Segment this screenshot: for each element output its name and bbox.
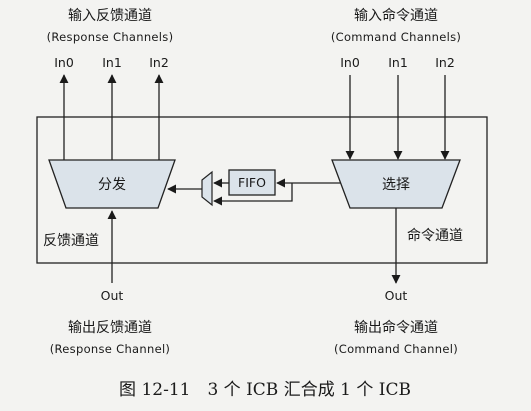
output-response-subtitle: (Response Channel) bbox=[50, 342, 170, 356]
command-port-in2: In2 bbox=[435, 55, 455, 70]
output-response-title: 输出反馈通道 bbox=[68, 320, 152, 336]
input-command-title: 输入命令通道 bbox=[354, 7, 438, 24]
response-channel-inner-label: 反馈通道 bbox=[43, 233, 99, 249]
response-port-in2: In2 bbox=[149, 55, 169, 70]
response-out-port-label: Out bbox=[101, 288, 124, 303]
input-command-subtitle: (Command Channels) bbox=[331, 30, 461, 44]
fifo-label: FIFO bbox=[238, 175, 266, 190]
response-port-in1: In1 bbox=[102, 55, 122, 70]
response-port-in0: In0 bbox=[54, 55, 74, 70]
mux-label: 选择 bbox=[382, 177, 410, 193]
demux-block bbox=[48, 159, 176, 209]
input-response-title: 输入反馈通道 bbox=[68, 8, 152, 24]
command-port-in0: In0 bbox=[340, 55, 360, 70]
command-out-port-label: Out bbox=[385, 288, 408, 303]
fifo-select-mux bbox=[201, 170, 213, 207]
command-channel-inner-label: 命令通道 bbox=[407, 227, 463, 244]
icb-boundary-box bbox=[36, 116, 488, 264]
command-port-in1: In1 bbox=[388, 55, 408, 70]
fifo-bypass-path bbox=[213, 183, 293, 206]
figure-caption: 图 12-11 3 个 ICB 汇合成 1 个 ICB bbox=[119, 380, 411, 400]
output-command-title: 输出命令通道 bbox=[354, 319, 438, 336]
mux-block bbox=[331, 159, 461, 209]
output-command-subtitle: (Command Channel) bbox=[334, 342, 458, 356]
input-response-subtitle: (Response Channels) bbox=[47, 30, 174, 44]
fifo-block bbox=[228, 169, 276, 196]
demux-label: 分发 bbox=[98, 177, 126, 193]
